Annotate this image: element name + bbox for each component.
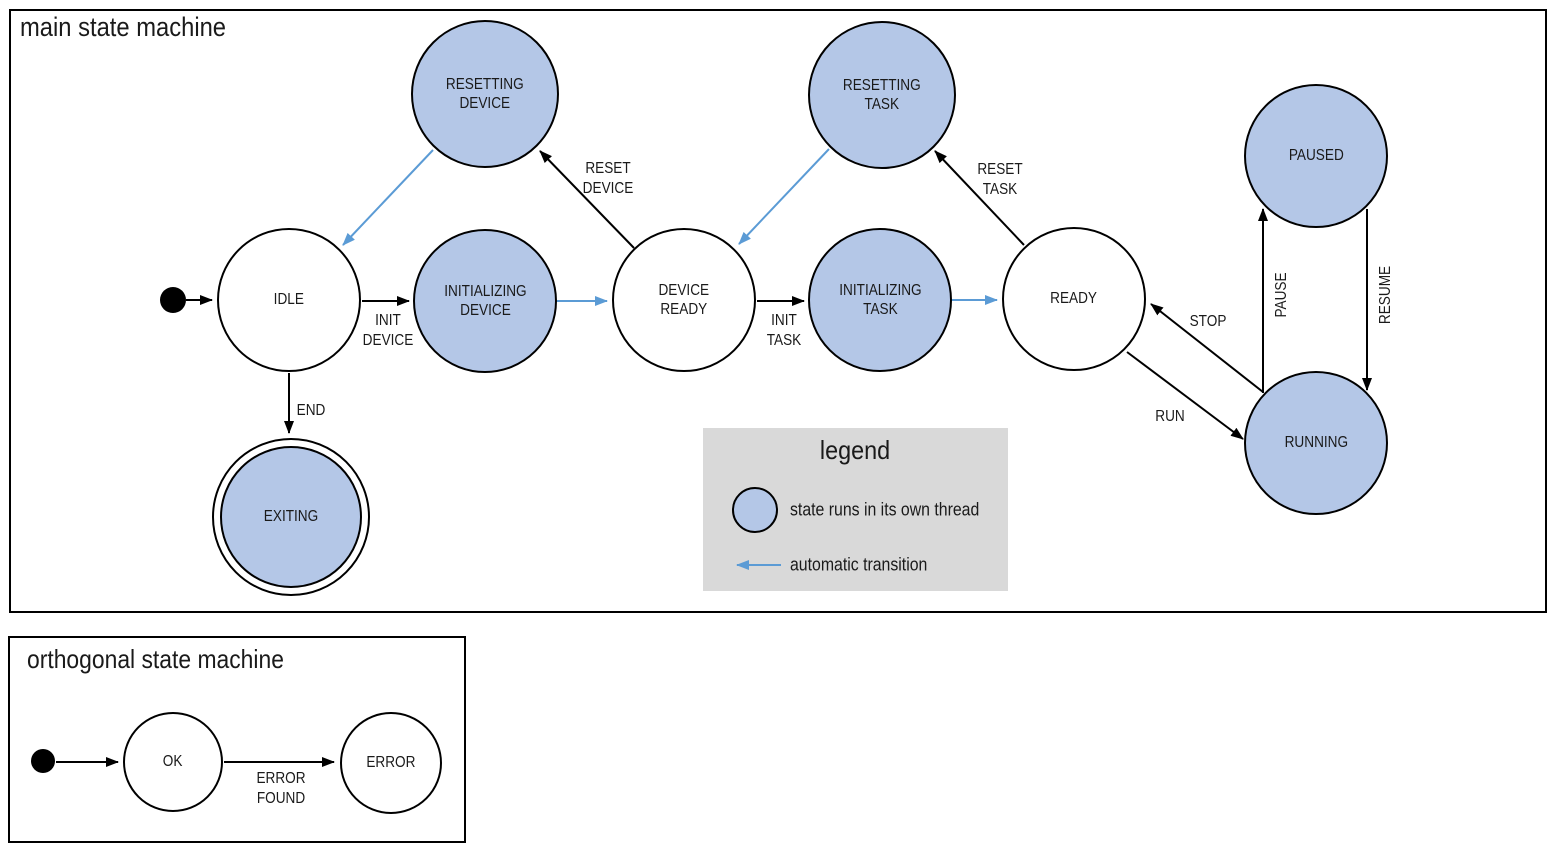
legend-box: legend state runs in its own thread auto… bbox=[703, 428, 1008, 591]
state-running: RUNNING bbox=[1244, 371, 1388, 515]
main-state-machine-frame bbox=[9, 9, 1547, 613]
state-device-ready: DEVICE READY bbox=[612, 228, 756, 372]
legend-threaded-label: state runs in its own thread bbox=[790, 499, 980, 520]
legend-auto-transition-label: automatic transition bbox=[790, 554, 928, 575]
edge-label-stop: STOP bbox=[1189, 313, 1227, 330]
edge-label-init-task: INIT TASK bbox=[766, 312, 802, 349]
edge-label-end: END bbox=[296, 402, 326, 419]
state-ok: OK bbox=[123, 712, 223, 812]
edge-label-resume: RESUME bbox=[1377, 265, 1394, 325]
state-initializing-task: INITIALIZING TASK bbox=[808, 228, 952, 372]
initial-state-dot bbox=[160, 287, 186, 313]
edge-label-reset-device: RESET DEVICE bbox=[582, 160, 634, 197]
ortho-initial-state-dot bbox=[31, 749, 55, 773]
main-machine-title: main state machine bbox=[20, 12, 227, 42]
state-error: ERROR bbox=[340, 712, 442, 814]
edge-label-run: RUN bbox=[1155, 408, 1185, 425]
edge-label-reset-task: RESET TASK bbox=[977, 161, 1023, 198]
state-paused: PAUSED bbox=[1244, 84, 1388, 228]
orthogonal-machine-title: orthogonal state machine bbox=[27, 644, 284, 674]
state-exiting-inner-circle: EXITING bbox=[220, 446, 362, 588]
legend-title: legend bbox=[820, 435, 891, 465]
state-initializing-device: INITIALIZING DEVICE bbox=[413, 229, 557, 373]
orthogonal-state-machine-frame bbox=[8, 636, 466, 843]
edge-label-pause: PAUSE bbox=[1273, 272, 1290, 318]
state-idle: IDLE bbox=[217, 228, 361, 372]
edge-label-init-device: INIT DEVICE bbox=[362, 312, 414, 349]
threaded-state-legend-icon bbox=[732, 487, 778, 533]
state-resetting-task: RESETTING TASK bbox=[808, 21, 956, 169]
state-resetting-device: RESETTING DEVICE bbox=[411, 20, 559, 168]
edge-label-error-found: ERROR FOUND bbox=[256, 770, 306, 807]
state-ready: READY bbox=[1002, 227, 1146, 371]
state-exiting-final: EXITING bbox=[212, 438, 370, 596]
